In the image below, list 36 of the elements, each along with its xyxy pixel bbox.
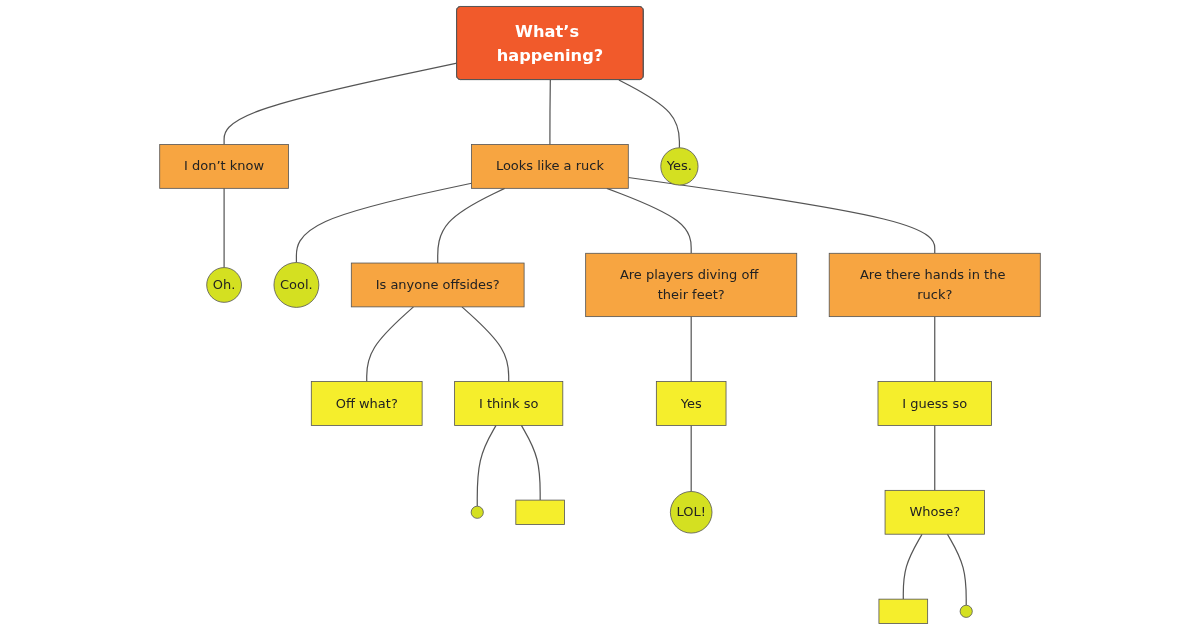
node-circle <box>959 604 973 618</box>
node-box: Yes <box>655 381 727 426</box>
node-box: I don’t know <box>159 144 289 189</box>
connector <box>606 187 692 254</box>
connector <box>627 176 936 254</box>
node-box: Are there hands in the ruck? <box>828 252 1041 318</box>
node-box <box>515 499 565 525</box>
connector <box>476 424 497 507</box>
connector <box>520 424 541 501</box>
connector <box>934 316 936 383</box>
connector <box>618 79 681 149</box>
node-box: Are players diving off their feet? <box>585 252 798 318</box>
node-box: I think so <box>454 381 564 426</box>
connector <box>223 62 458 146</box>
connector <box>690 316 692 383</box>
connector <box>549 79 551 146</box>
connector <box>902 533 923 600</box>
connector <box>223 187 225 269</box>
node-box: Is anyone offsides? <box>350 262 525 308</box>
node-circle: Oh. <box>206 267 242 303</box>
node-box: Whose? <box>884 489 985 535</box>
connector <box>934 424 936 491</box>
node-box: Off what? <box>310 381 423 426</box>
connector <box>295 182 473 264</box>
node-box: Looks like a ruck <box>471 144 629 189</box>
connector <box>461 306 510 383</box>
node-circle: Yes. <box>660 147 699 186</box>
node-box <box>878 598 929 624</box>
connector <box>437 187 506 264</box>
connector <box>946 533 967 606</box>
node-circle <box>470 505 484 519</box>
connector <box>366 306 415 383</box>
node-box: I guess so <box>877 381 992 426</box>
connector <box>690 424 692 493</box>
node-circle: Cool. <box>273 262 320 308</box>
node-circle: LOL! <box>669 491 713 534</box>
